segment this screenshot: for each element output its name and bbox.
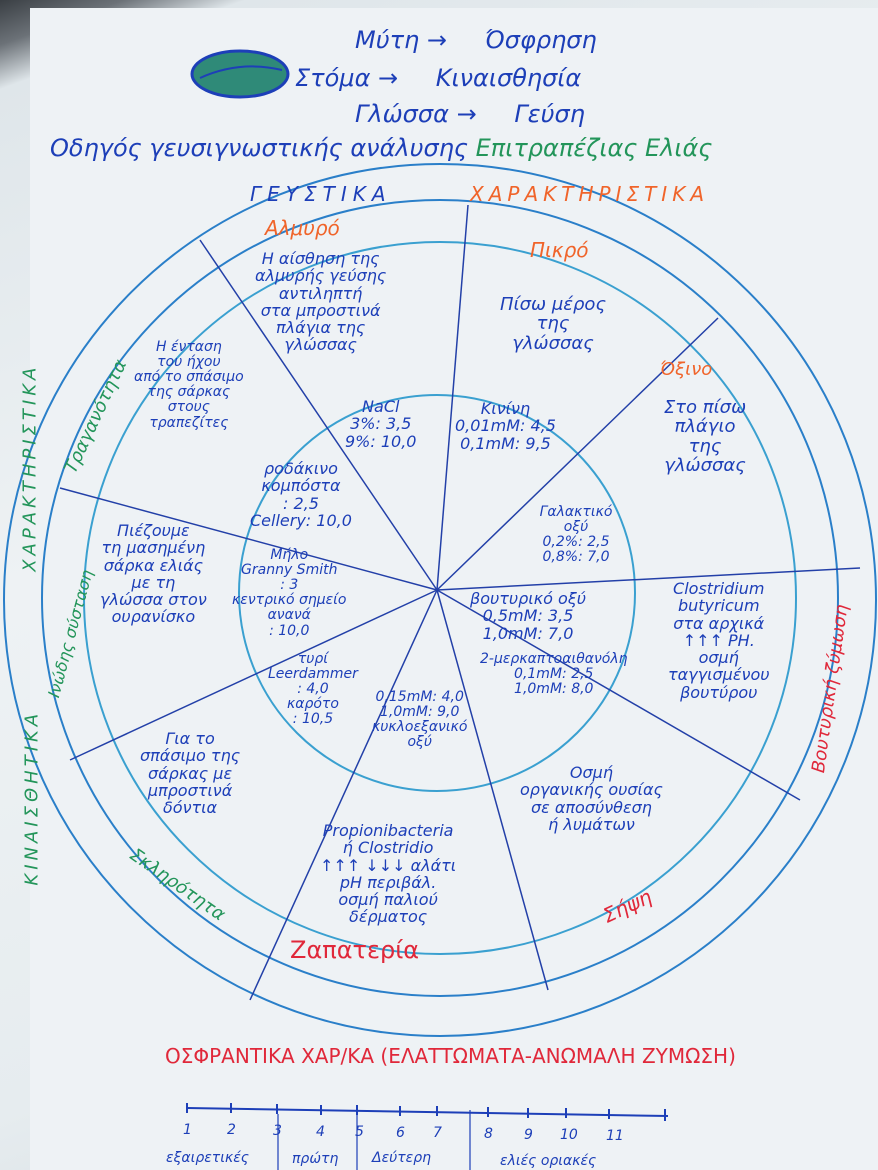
sense-row-mouth: Στόμα → Κιναισθησία [295, 64, 582, 92]
category-sour: Όξινο [660, 359, 713, 380]
ref-sour: Γαλακτικό οξύ 0,2%: 2,5 0,8%: 7,0 [539, 504, 613, 566]
tick-label: 2 [227, 1122, 236, 1138]
desc-bitter: Πίσω μέρος της γλώσσας [500, 294, 607, 354]
arrow-icon: → [456, 100, 477, 128]
desc-putrid: Οσμή οργανικής ουσίας σε αποσύνθεση ή λυ… [520, 763, 663, 834]
ref-hardness: τυρί Leerdammer : 4,0 καρότο : 10,5 [268, 651, 358, 728]
score-scale [186, 1103, 669, 1170]
tick-label: 9 [524, 1127, 533, 1143]
desc-fibrousness: Πιέζουμε τη μασημένη σάρκα ελιάς με τη γ… [100, 521, 207, 627]
sense-label: Γεύση [514, 100, 585, 128]
tick-label: 11 [606, 1128, 624, 1144]
category-ring [83, 241, 797, 955]
desc-hardness: Για το σπάσιμο της σάρκας με μπροστινά δ… [140, 729, 241, 818]
sector-dividers [59, 204, 861, 1001]
tick-label: 1 [183, 1122, 192, 1138]
tick-label: 7 [433, 1125, 442, 1141]
sense-label: Όσφρηση [484, 26, 597, 54]
ref-crunchiness: ροδάκινο κομπόστα : 2,5 Cellery: 10,0 [250, 459, 352, 530]
grade-borderline: ελιές οριακές [500, 1153, 597, 1169]
grade-second: Δεύτερη [372, 1150, 432, 1166]
organ-label: Γλώσσα [355, 100, 449, 128]
tick-label: 4 [316, 1124, 325, 1140]
title-part1: Οδηγός γευσιγνωστικής ανάλυσης [50, 134, 468, 162]
category-salty: Αλμυρό [265, 216, 340, 240]
ref-fibrousness: Μήλο Granny Smith : 3 κεντρικό σημείο αν… [232, 547, 347, 639]
category-bitter: Πικρό [530, 238, 589, 262]
sense-label: Κιναισθησία [435, 64, 582, 92]
label-ring [41, 199, 839, 997]
inner-circle [238, 394, 636, 792]
ref-putrid: 2-μερκαπτοαιθανόλη 0,1mM: 2,5 1,0mM: 8,0 [480, 651, 628, 698]
grade-first: πρώτη [292, 1151, 339, 1167]
desc-zapateria: Propionibacteria ή Clostridio ↑↑↑ ↓↓↓ αλ… [320, 821, 457, 927]
header-olive-icon [190, 49, 290, 99]
tick-label: 8 [484, 1126, 493, 1142]
category-zapateria: Ζαπατερία [290, 936, 420, 964]
desc-sour: Στο πίσω πλάγιο της γλώσσας [663, 397, 747, 477]
title-part2: Επιτραπέζιας Ελιάς [475, 134, 713, 162]
tick-label: 5 [355, 1124, 364, 1140]
sense-row-nose: Μύτη → Όσφρηση [355, 26, 597, 54]
organ-label: Στόμα [295, 64, 371, 92]
outer-ring [3, 163, 877, 1037]
ring-label-kinesthetic-characteristics: ΧΑΡΑΚΤΗΡΙΣΤΙΚΑ [19, 363, 41, 572]
desc-salty: Η αίσθηση της αλμυρής γεύσης αντιληπτή σ… [255, 249, 387, 355]
page-title: Οδηγός γευσιγνωστικής ανάλυσης Επιτραπέζ… [50, 134, 713, 162]
desc-butyric: Clostridium butyricum στα αρχικά ↑↑↑ PH.… [668, 579, 770, 702]
tick-label: 3 [273, 1123, 282, 1139]
desc-crunchiness: Η ένταση του ήχου από το σπάσιμο της σάρ… [134, 339, 244, 431]
sense-row-tongue: Γλώσσα → Γεύση [355, 100, 585, 128]
ring-label-olfactory: ΟΣΦΡΑΝΤΙΚΑ ΧΑΡ/ΚΑ (ΕΛΑΤΤΩΜΑΤΑ-ΑΝΩΜΑΛΗ ΖΥ… [165, 1044, 736, 1068]
ref-butyric: βουτυρικό οξύ 0,5mM: 3,5 1,0mM: 7,0 [470, 589, 586, 643]
ref-salty: NaCl 3%: 3,5 9%: 10,0 [345, 397, 417, 451]
grade-extra: εξαιρετικές [166, 1150, 249, 1166]
organ-label: Μύτη [355, 26, 420, 54]
arrow-icon: → [378, 64, 399, 92]
tick-label: 6 [396, 1125, 405, 1141]
ring-label-kinesthetic: ΚΙΝΑΙΣΘΗΤΙΚΑ [21, 709, 43, 886]
ring-label-taste: ΓΕΥΣΤΙΚΑ [250, 182, 392, 206]
ref-bitter: Κινίνη 0,01mM: 4,5 0,1mM: 9,5 [455, 399, 556, 453]
ref-zapateria: 0,15mM: 4,0 1,0mM: 9,0 κυκλοεξανικό οξύ [372, 689, 468, 751]
tick-label: 10 [560, 1127, 578, 1143]
ring-label-taste-characteristics: ΧΑΡΑΚΤΗΡΙΣΤΙΚΑ [470, 182, 710, 206]
arrow-icon: → [426, 26, 448, 54]
